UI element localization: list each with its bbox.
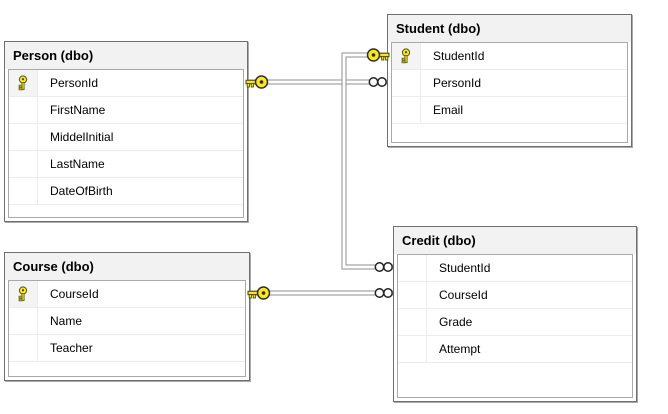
key-one-icon xyxy=(366,48,390,62)
table-credit-grid: StudentId CourseId Grade Attempt xyxy=(397,254,633,398)
pk-gutter-cell xyxy=(9,70,38,96)
row-credit-studentid[interactable]: StudentId xyxy=(398,255,632,282)
gutter-cell xyxy=(398,336,427,362)
gutter-cell xyxy=(398,282,427,308)
row-credit-courseid[interactable]: CourseId xyxy=(398,282,632,309)
table-course-grid: CourseId Name Teacher xyxy=(8,280,246,377)
table-student-header[interactable]: Student (dbo) xyxy=(388,15,631,42)
key-one-icon xyxy=(247,286,271,300)
infinity-many-icon xyxy=(374,288,393,298)
primary-key-icon xyxy=(401,48,411,64)
row-course-teacher[interactable]: Teacher xyxy=(9,335,245,362)
row-student-personid[interactable]: PersonId xyxy=(392,70,627,97)
field-name: CourseId xyxy=(439,288,488,302)
row-person-middelinitial[interactable]: MiddelInitial xyxy=(9,124,243,151)
field-name: StudentId xyxy=(433,49,485,63)
field-name: PersonId xyxy=(433,76,482,90)
field-name: PersonId xyxy=(50,76,99,90)
field-name: LastName xyxy=(50,157,105,171)
gutter-cell xyxy=(9,335,38,361)
pk-gutter-cell xyxy=(392,43,421,69)
key-one-icon xyxy=(245,75,269,89)
table-student[interactable]: Student (dbo) StudentId PersonId xyxy=(387,14,632,147)
row-student-studentid[interactable]: StudentId xyxy=(392,43,627,70)
table-person-grid: PersonId FirstName MiddelInitial LastNam… xyxy=(8,69,244,218)
gutter-cell xyxy=(398,255,427,281)
row-person-firstname[interactable]: FirstName xyxy=(9,97,243,124)
gutter-cell xyxy=(9,97,38,123)
table-person-header[interactable]: Person (dbo) xyxy=(5,42,247,69)
field-name: Attempt xyxy=(439,342,481,356)
primary-key-icon xyxy=(18,286,28,302)
field-name: MiddelInitial xyxy=(50,130,114,144)
gutter-cell xyxy=(392,70,421,96)
field-name: Teacher xyxy=(50,341,93,355)
table-course[interactable]: Course (dbo) CourseId Name xyxy=(4,252,250,381)
gutter-cell xyxy=(9,151,38,177)
infinity-many-icon xyxy=(368,77,387,87)
gutter-cell xyxy=(9,124,38,150)
row-student-email[interactable]: Email xyxy=(392,97,627,124)
infinity-many-icon xyxy=(374,262,393,272)
row-credit-attempt[interactable]: Attempt xyxy=(398,336,632,363)
field-name: DateOfBirth xyxy=(50,184,113,198)
gutter-cell xyxy=(9,178,38,204)
table-credit-header[interactable]: Credit (dbo) xyxy=(394,227,636,254)
field-name: Grade xyxy=(439,315,473,329)
table-person[interactable]: Person (dbo) PersonId FirstName xyxy=(4,41,248,222)
gutter-cell xyxy=(398,309,427,335)
row-credit-grade[interactable]: Grade xyxy=(398,309,632,336)
field-name: Email xyxy=(433,103,464,117)
table-course-header[interactable]: Course (dbo) xyxy=(5,253,249,280)
row-person-lastname[interactable]: LastName xyxy=(9,151,243,178)
primary-key-icon xyxy=(18,75,28,91)
pk-gutter-cell xyxy=(9,281,38,307)
row-person-personid[interactable]: PersonId xyxy=(9,70,243,97)
relationship-student-credit[interactable] xyxy=(341,52,393,270)
row-person-dateofbirth[interactable]: DateOfBirth xyxy=(9,178,243,205)
row-course-name[interactable]: Name xyxy=(9,308,245,335)
field-name: FirstName xyxy=(50,103,106,117)
table-student-grid: StudentId PersonId Email xyxy=(391,42,628,143)
field-name: StudentId xyxy=(439,261,491,275)
gutter-cell xyxy=(9,308,38,334)
table-credit[interactable]: Credit (dbo) StudentId CourseId Grade At… xyxy=(393,226,637,402)
field-name: Name xyxy=(50,314,83,328)
row-course-courseid[interactable]: CourseId xyxy=(9,281,245,308)
gutter-cell xyxy=(392,97,421,123)
field-name: CourseId xyxy=(50,287,99,301)
